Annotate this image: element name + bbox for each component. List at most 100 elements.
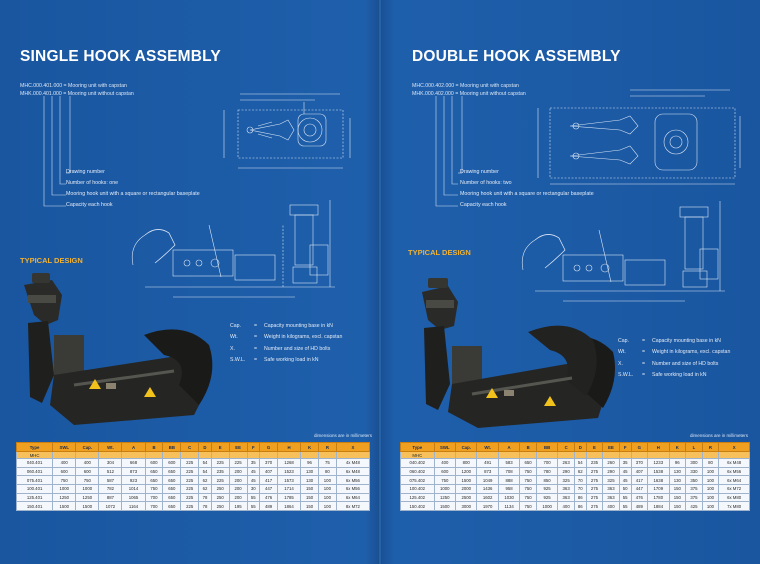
table-cell: 1233 (647, 458, 670, 468)
table-cell: 447 (259, 484, 278, 494)
table-cell: 700 (144, 492, 164, 503)
table-cell: 150 (668, 501, 687, 512)
legend-baseplate: Mooring hook unit with a square or recta… (460, 191, 594, 197)
abbr-cap: Cap.=Capacity mounting base in kN (618, 338, 721, 344)
table-cell: 1638 (647, 475, 670, 486)
table-cell: 407 (630, 466, 649, 477)
table-cell: 130 (300, 475, 319, 486)
table-cell: 400 (602, 501, 620, 512)
column-header: K (300, 442, 319, 452)
table-cell: 1709 (647, 484, 670, 494)
code-legend-lines (43, 96, 71, 207)
table-cell: 235 (210, 466, 230, 477)
table-cell: 887 (98, 492, 123, 503)
column-header: C (557, 442, 575, 452)
table-cell: 4x M48 (335, 458, 371, 468)
table-cell: 150 (300, 484, 319, 494)
table-cell: 100 (317, 484, 337, 494)
table-cell: 489 (630, 501, 649, 512)
table-cell: 45 (246, 466, 261, 477)
table-cell: 750 (433, 475, 457, 486)
table-cell: 55 (246, 501, 261, 512)
subheader-cell (497, 451, 521, 459)
subheader-cell (121, 451, 146, 459)
table-cell: 888 (497, 475, 521, 486)
column-header: EE (228, 442, 248, 452)
table-cell: 600 (52, 466, 77, 477)
table-cell: 750 (519, 484, 537, 494)
dimension-note: dimensions are in millimeters (313, 433, 372, 438)
top-view-drawing (223, 93, 351, 169)
column-header: EE (602, 442, 620, 452)
subheader-cell (647, 451, 670, 459)
code-with-capstan: MHC.000.402.000 = Mooring unit with caps… (412, 83, 519, 89)
side-view-drawing (521, 201, 725, 302)
table-cell: 150 (668, 492, 687, 503)
subheader-cell (618, 451, 632, 459)
table-subheader-row: MHC (15, 451, 371, 459)
table-cell: 275 (585, 492, 604, 503)
table-cell: 583 (497, 458, 521, 468)
table-cell: 060.402 (400, 466, 435, 477)
subheader-cell (602, 451, 620, 459)
table-cell: 650 (162, 475, 182, 486)
table-cell: 100 (317, 492, 337, 503)
column-header: L (685, 442, 703, 452)
table-cell: 250 (210, 484, 230, 494)
table-cell: 750 (144, 484, 164, 494)
table-cell: 150 (300, 501, 319, 512)
table-cell: 1134 (497, 501, 521, 512)
table-cell: 363 (557, 492, 575, 503)
table-cell: 263 (557, 458, 575, 468)
table-cell: 1164 (121, 501, 146, 512)
table-cell: 040.401 (15, 458, 54, 468)
table-cell: 225 (180, 492, 200, 503)
table-cell: 1000 (75, 484, 100, 494)
code-without-capstan: MHK.000.401.000 = Mooring unit without c… (20, 91, 134, 98)
table-cell: 6x M72 (718, 484, 750, 494)
side-view-drawing (131, 200, 335, 298)
table-cell: 400 (433, 458, 457, 468)
table-cell: 1884 (647, 501, 670, 512)
table-cell: 75 (317, 458, 337, 468)
table-cell: 750 (519, 492, 537, 503)
table-cell: 225 (228, 458, 248, 468)
table-cell: 1030 (497, 492, 521, 503)
table-cell: 1500 (433, 501, 457, 512)
table-cell: 150 (668, 484, 687, 494)
subheader-cell (210, 451, 230, 459)
column-header: Cap. (455, 442, 478, 452)
column-header: SWL (52, 442, 77, 452)
table-cell: 600 (144, 458, 164, 468)
table-cell: 100 (317, 475, 337, 486)
table-cell: 55 (618, 501, 632, 512)
code-legend: Drawing number Number of hooks: one Moor… (66, 167, 200, 211)
table-cell: 7x M80 (718, 501, 750, 512)
table-cell: 650 (162, 466, 182, 477)
table-cell: 1436 (476, 484, 499, 494)
table-cell: 407 (259, 466, 278, 477)
table-cell: 130 (300, 466, 319, 477)
column-header: E (585, 442, 604, 452)
subheader-cell (276, 451, 302, 459)
page-title: SINGLE HOOK ASSEMBLY (20, 48, 221, 65)
table-cell: 200 (228, 492, 248, 503)
table-cell: 86 (573, 501, 587, 512)
column-header: A (497, 442, 521, 452)
table-cell: 1785 (276, 492, 302, 503)
table-cell: 100 (701, 475, 720, 486)
subheader-cell (198, 451, 212, 459)
column-header: Type (15, 442, 54, 452)
subheader-cell (455, 451, 478, 459)
table-cell: 417 (630, 475, 649, 486)
table-cell: 1500 (52, 501, 77, 512)
table-cell: 30 (246, 484, 261, 494)
table-cell: 750 (519, 501, 537, 512)
